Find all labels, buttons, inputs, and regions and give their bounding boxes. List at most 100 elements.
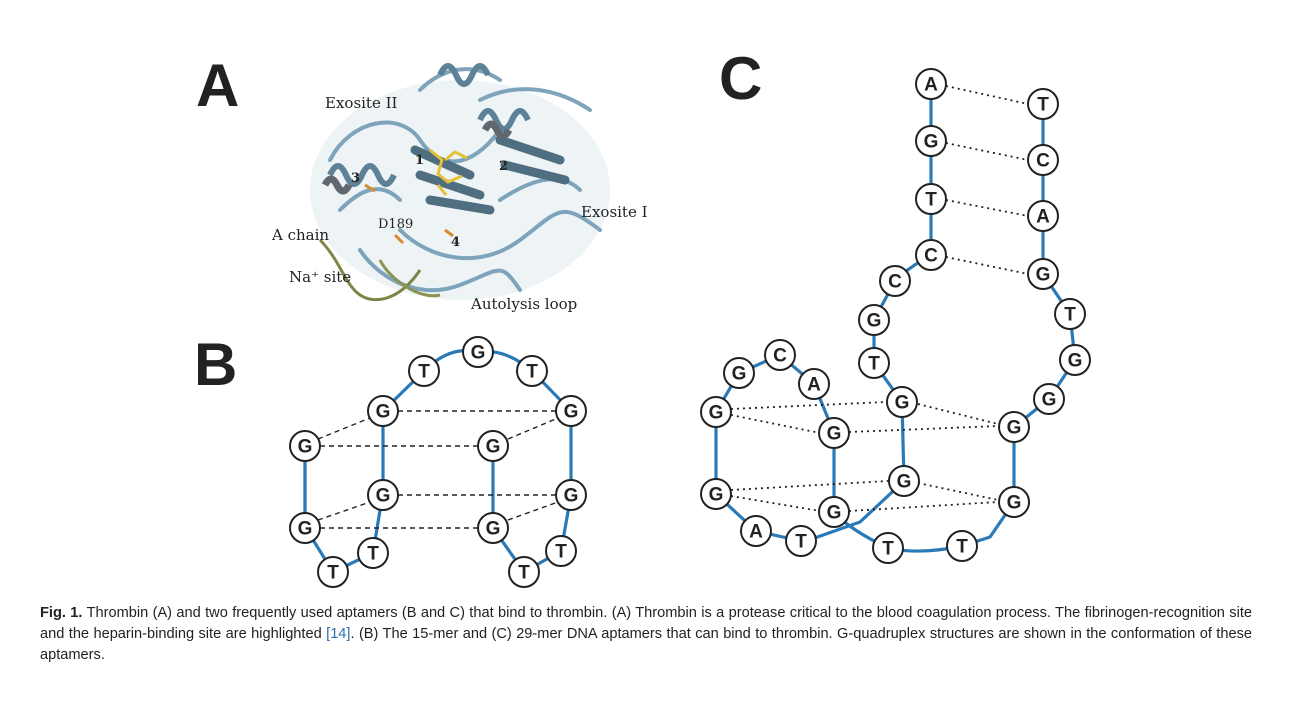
aptamer-29mer-nucleotide-letter: C [924,246,938,267]
panel-label-b: B [194,331,237,398]
aptamer-29mer-nucleotide-letter: G [924,132,939,153]
aptamer-15mer-nucleotide: T [545,535,577,567]
aptamer-15mer-nucleotide: G [555,395,587,427]
aptamer-15mer-nucleotide-letter: T [367,544,379,565]
label-d189: D189 [378,217,413,232]
aptamer-29mer-nucleotide-letter: T [795,532,807,553]
aptamer-15mer-nucleotide-letter: G [376,486,391,507]
aptamer-15mer-nucleotide-letter: G [471,343,486,364]
aptamer-15mer-nucleotide: G [367,479,399,511]
label-site-3: 3 [351,171,360,186]
aptamer-15mer-nucleotide: G [477,430,509,462]
aptamer-15mer-nucleotide: G [462,336,494,368]
aptamer-29mer-nucleotide: T [872,532,904,564]
aptamer-15mer-nucleotide-letter: G [564,486,579,507]
aptamer-29mer-nucleotide-letter: G [732,364,747,385]
aptamer-15mer-nucleotide-letter: G [564,402,579,423]
aptamer-29mer-nucleotide-letter: G [827,503,842,524]
aptamer-29mer-nucleotide-letter: C [1036,151,1050,172]
aptamer-15mer-nucleotide: G [289,430,321,462]
aptamer-29mer-nucleotide: C [1027,144,1059,176]
aptamer-29mer-nucleotide: G [858,304,890,336]
aptamer-15mer-nucleotide: T [408,355,440,387]
aptamer-15mer-nucleotide: T [317,556,349,588]
aptamer-15mer-nucleotide-letter: T [526,362,538,383]
aptamer-29mer-nucleotide-letter: T [1064,305,1076,326]
aptamer-29mer-nucleotide: C [879,265,911,297]
aptamer-29mer-nucleotide: G [915,125,947,157]
aptamer-29mer-nucleotide-letter: C [888,272,902,293]
aptamer-29mer-nucleotide: G [886,386,918,418]
aptamer-29mer-nucleotide-letter: G [1042,390,1057,411]
aptamer-29mer-nucleotide: A [1027,200,1059,232]
label-site-1: 1 [415,153,424,168]
aptamer-29mer-nucleotide: T [946,530,978,562]
aptamer-15mer-nucleotide-letter: T [327,563,339,584]
aptamer-29mer-nucleotide: G [1027,258,1059,290]
aptamer-29mer-nucleotide-letter: G [709,403,724,424]
aptamer-29mer-nucleotide: G [700,478,732,510]
figure-caption: Fig. 1. Thrombin (A) and two frequently … [40,603,1252,666]
aptamer-29mer-nucleotide: G [1059,344,1091,376]
aptamer-15mer-nucleotide: G [367,395,399,427]
aptamer-29mer-nucleotide-letter: G [1036,265,1051,286]
aptamer-29mer-nucleotide: C [764,339,796,371]
figure-canvas: A [194,45,1091,588]
thrombin-structure-image [310,63,610,302]
aptamer-15mer-nucleotide: T [357,537,389,569]
aptamer-15mer-nucleotide: T [508,556,540,588]
aptamer-29mer-nucleotide-letter: G [897,472,912,493]
aptamer-29mer-nucleotide-letter: C [773,346,787,367]
caption-label: Fig. 1. [40,605,83,621]
aptamer-29mer-nucleotide: A [740,515,772,547]
caption-reference-link[interactable]: [14] [326,626,351,642]
aptamer-29mer-nucleotide-letter: G [1007,418,1022,439]
aptamer-29mer-nucleotide-letter: A [807,375,821,396]
aptamer-29mer-nucleotide: G [1033,383,1065,415]
aptamer-29mer-nucleotide-letter: A [1036,207,1050,228]
aptamer-15mer-nucleotide-letter: T [518,563,530,584]
aptamer-29mer-nucleotide: T [858,347,890,379]
aptamer-29mer-nucleotide-letter: G [895,393,910,414]
aptamer-29mer-nucleotide: T [785,525,817,557]
label-site-4: 4 [451,235,460,250]
aptamer-29mer-nucleotide-letter: G [1068,351,1083,372]
aptamer-29mer-nucleotide-letter: T [956,537,968,558]
aptamer-29mer-nucleotide: G [818,417,850,449]
aptamer-29mer-nucleotide: G [723,357,755,389]
aptamer-29mer-nucleotide: G [700,396,732,428]
aptamer-29mer-nucleotide: G [998,486,1030,518]
caption-text-part2: . (B) The 15-mer and (C) 29-mer DNA apta… [40,626,1252,663]
panel-label-a: A [196,52,239,119]
aptamer-29mer-nucleotide-letter: T [1037,95,1049,116]
aptamer-29mer-nucleotide-letter: G [709,485,724,506]
aptamer-29mer-nucleotide-letter: T [868,354,880,375]
aptamer-29mer-nucleotide: A [915,68,947,100]
aptamer-29mer-nucleotide-letter: A [749,522,763,543]
aptamer-15mer-nucleotide: G [289,512,321,544]
panel-label-c: C [719,45,762,112]
aptamer-15mer-nucleotide-letter: G [486,519,501,540]
aptamer-15mer-nucleotide-letter: G [486,437,501,458]
aptamer-29mer-nucleotide-letter: T [925,190,937,211]
label-autolysis-loop: Autolysis loop [470,295,577,313]
aptamer-29mer-nucleotide: G [888,465,920,497]
aptamer-29mer-nucleotide-letter: G [827,424,842,445]
label-exosite-i: Exosite I [581,203,648,221]
caption-text-part1: Thrombin (A) and two frequently used apt… [40,605,1252,642]
aptamer-29mer-nucleotide: T [915,183,947,215]
label-site-2: 2 [499,159,508,174]
aptamer-29mer-nucleotide-letter: A [924,75,938,96]
aptamer-15mer-nucleotide-letter: T [418,362,430,383]
aptamer-15mer-nucleotide-letter: G [376,402,391,423]
aptamer-15mer-nucleotide: G [555,479,587,511]
aptamer-15mer-nucleotide-letter: G [298,437,313,458]
aptamer-15mer-nucleotide-letter: T [555,542,567,563]
aptamer-29mer-nucleotide-letter: T [882,539,894,560]
aptamer-29mer-nucleotide: T [1027,88,1059,120]
aptamer-29mer-nucleotide: C [915,239,947,271]
label-na-site: Na⁺ site [289,268,351,286]
label-a-chain: A chain [271,226,329,244]
aptamer-15mer-nucleotide-letter: G [298,519,313,540]
aptamer-29mer-nucleotide: G [998,411,1030,443]
